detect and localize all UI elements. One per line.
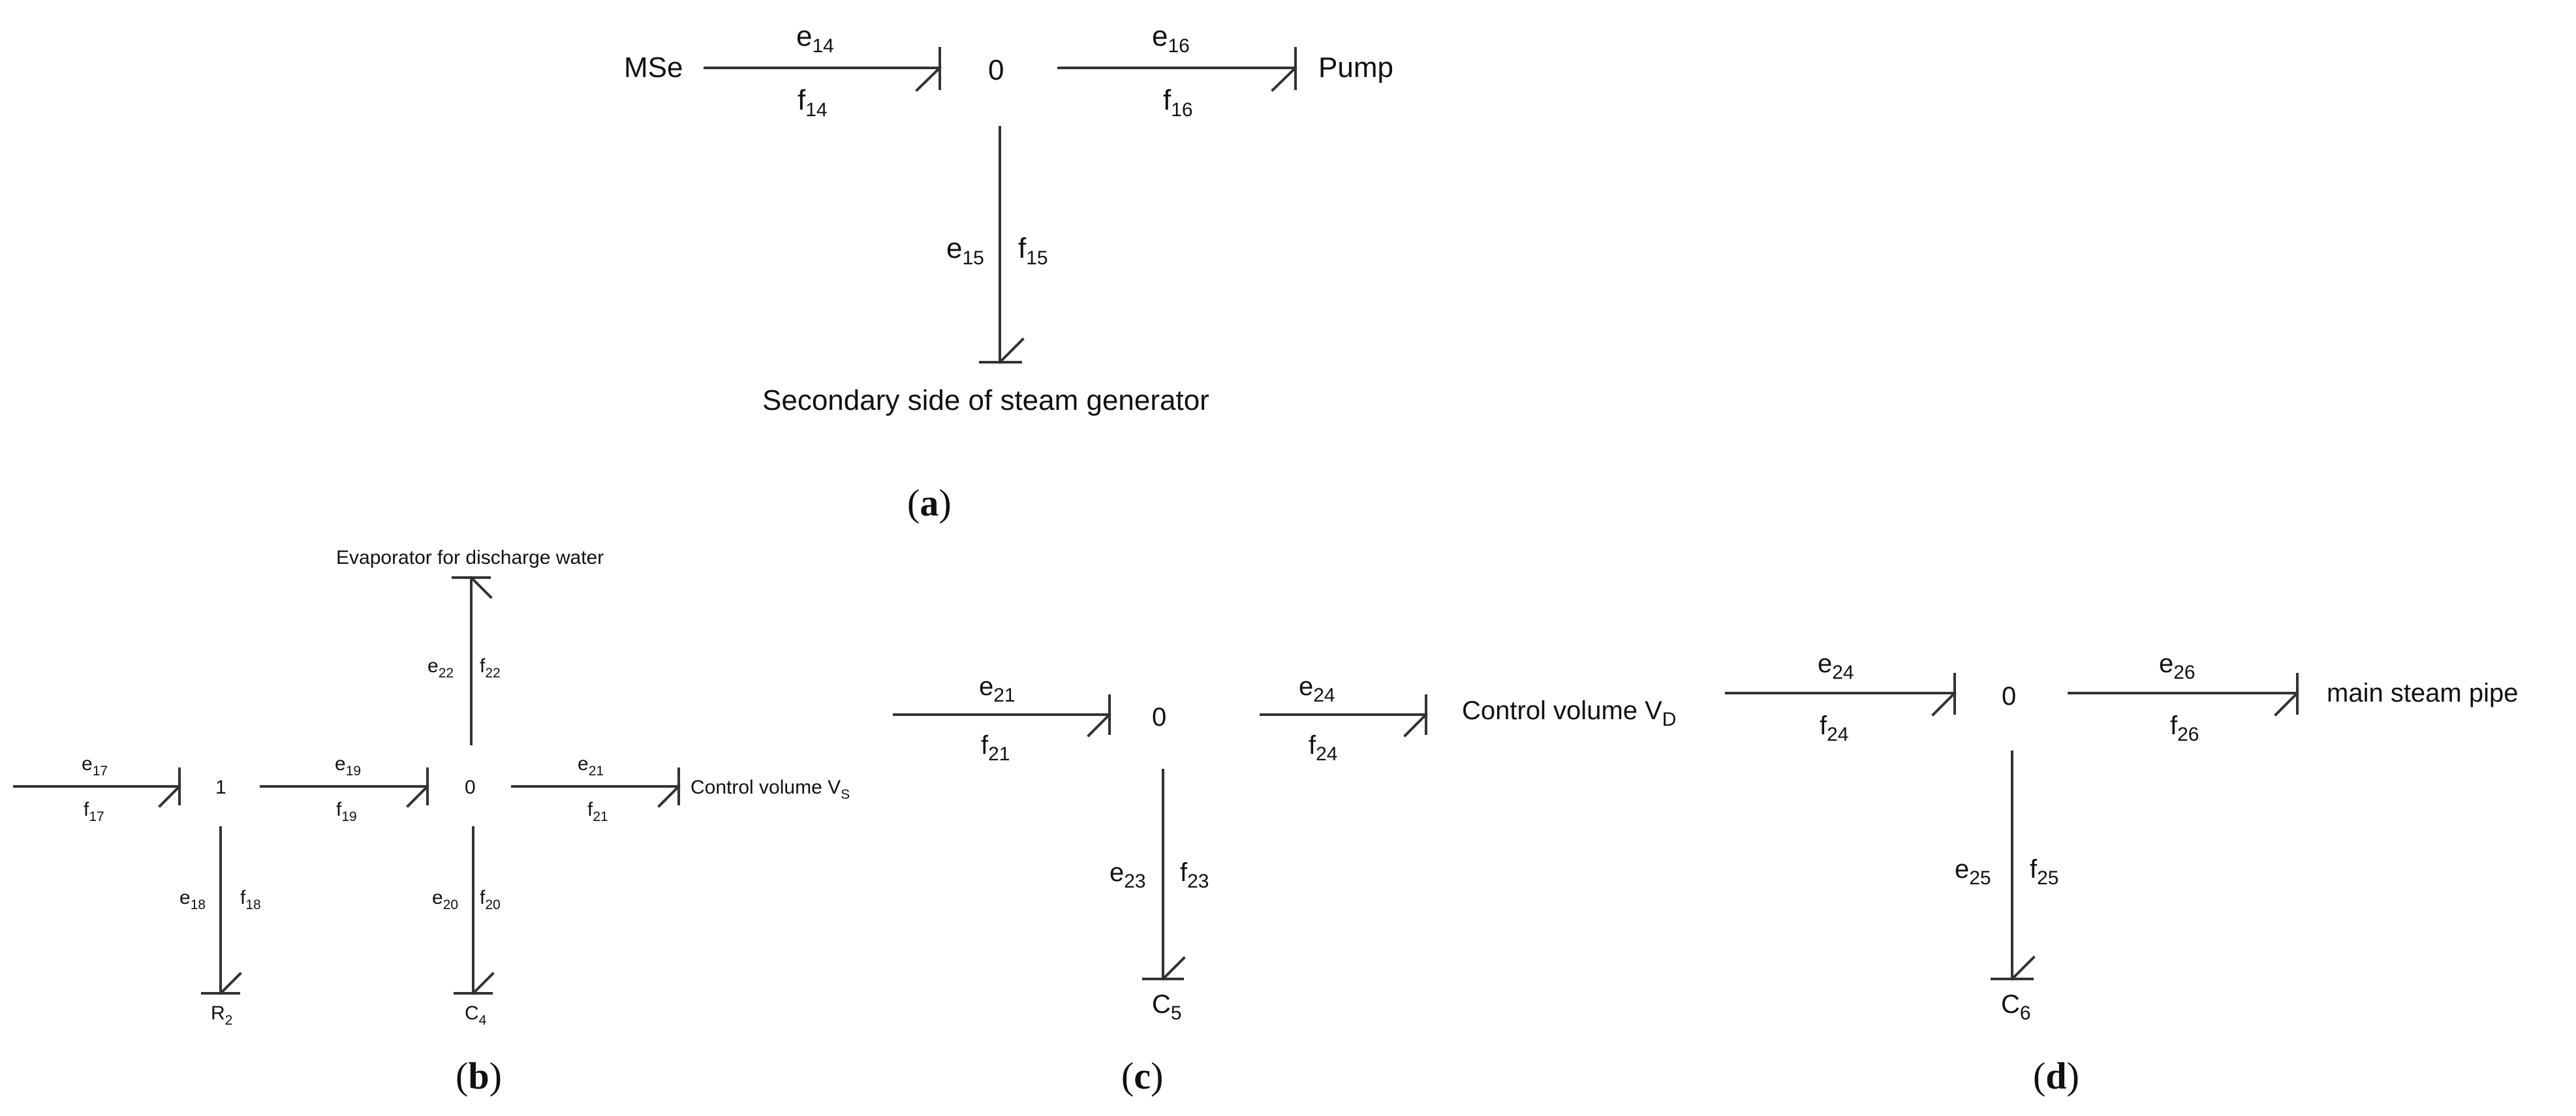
r2-label: R2 xyxy=(211,1002,232,1028)
pump-label: Pump xyxy=(1318,52,1393,84)
bond-e19-f19 xyxy=(260,767,429,808)
flow-f19-label: f19 xyxy=(336,799,357,824)
bond-e22-f22 xyxy=(452,576,493,745)
c6-label: C6 xyxy=(2001,990,2031,1024)
bond-e20-f20 xyxy=(454,826,495,995)
control-volume-vs-label: Control volume VS xyxy=(691,777,850,802)
bond-e18-f18 xyxy=(201,826,242,995)
bond-e24-f24-c xyxy=(1260,694,1428,737)
effort-e20-label: e20 xyxy=(432,887,458,912)
flow-f14-label: f14 xyxy=(798,84,828,121)
effort-e24-label-d: e24 xyxy=(1818,649,1854,683)
junction-1-label: 1 xyxy=(215,777,226,798)
bond-e25-f25 xyxy=(1991,751,2036,981)
caption-d: (d) xyxy=(2033,1055,2079,1097)
bond-e26-f26 xyxy=(2068,673,2299,717)
caption-c: (c) xyxy=(1121,1055,1163,1097)
flow-f18-label: f18 xyxy=(240,887,261,912)
flow-f24-label-c: f24 xyxy=(1309,731,1338,765)
effort-e17-label: e17 xyxy=(82,753,108,779)
junction-0-label-b: 0 xyxy=(465,777,476,798)
effort-e23-label: e23 xyxy=(1110,858,1146,892)
flow-f20-label: f20 xyxy=(480,887,501,912)
bond-e23-f23 xyxy=(1142,769,1186,981)
effort-e24-label-c: e24 xyxy=(1299,672,1335,706)
flow-f22-label: f22 xyxy=(480,655,501,681)
flow-f24-label-d: f24 xyxy=(1820,711,1849,745)
secondary-side-label: Secondary side of steam generator xyxy=(762,384,1209,416)
flow-f25-label: f25 xyxy=(2030,855,2059,889)
effort-e22-label: e22 xyxy=(427,655,454,681)
flow-f16-label: f16 xyxy=(1163,84,1193,121)
bond-e16-f16 xyxy=(1057,47,1297,92)
evaporator-label: Evaporator for discharge water xyxy=(336,547,604,568)
main-steam-pipe-label: main steam pipe xyxy=(2327,679,2518,707)
junction-0-label-d: 0 xyxy=(2002,682,2016,711)
flow-f21-label-c: f21 xyxy=(981,731,1010,765)
junction-0-label-c: 0 xyxy=(1152,703,1166,732)
effort-e18-label: e18 xyxy=(179,887,206,912)
junction-0-label: 0 xyxy=(988,54,1004,86)
caption-a: (a) xyxy=(907,482,952,524)
panel-b: Evaporator for discharge water xyxy=(13,547,850,1097)
effort-e15-label: e15 xyxy=(946,232,984,269)
effort-e25-label: e25 xyxy=(1955,855,1991,889)
flow-f23-label: f23 xyxy=(1180,858,1209,892)
bond-e24-f24-d xyxy=(1725,673,1957,717)
effort-e21-label-c: e21 xyxy=(979,672,1016,706)
flow-f26-label: f26 xyxy=(2170,711,2199,745)
effort-e14-label: e14 xyxy=(796,20,834,57)
c5-label: C5 xyxy=(1152,990,1182,1024)
bond-e17-f17 xyxy=(13,767,181,808)
effort-e19-label: e19 xyxy=(335,753,361,779)
bond-e21-f21-c xyxy=(893,694,1111,737)
mse-source-label: MSe xyxy=(624,52,683,84)
control-volume-vd-label: Control volume VD xyxy=(1462,696,1676,730)
flow-f21-label-b: f21 xyxy=(587,799,608,824)
bond-e14-f14 xyxy=(704,47,942,92)
flow-f15-label: f15 xyxy=(1018,232,1048,269)
c4-label: C4 xyxy=(465,1002,487,1028)
panel-d: 0 main steam pipe C6 e24 f24 e26 f26 e25… xyxy=(1725,649,2518,1097)
effort-e16-label: e16 xyxy=(1152,20,1190,57)
effort-e26-label: e26 xyxy=(2159,649,2196,683)
bond-e21-f21-b xyxy=(511,767,681,808)
caption-b: (b) xyxy=(456,1055,502,1097)
panel-c: 0 Control volume VD C5 e21 f21 e24 f24 e… xyxy=(893,672,1676,1097)
effort-e21-label-b: e21 xyxy=(578,753,604,779)
bond-e15-f15 xyxy=(979,126,1025,364)
panel-a: MSe 0 Pump e14 f14 e16 f16 e15 f15 Secon… xyxy=(624,20,1393,524)
flow-f17-label: f17 xyxy=(84,799,104,824)
